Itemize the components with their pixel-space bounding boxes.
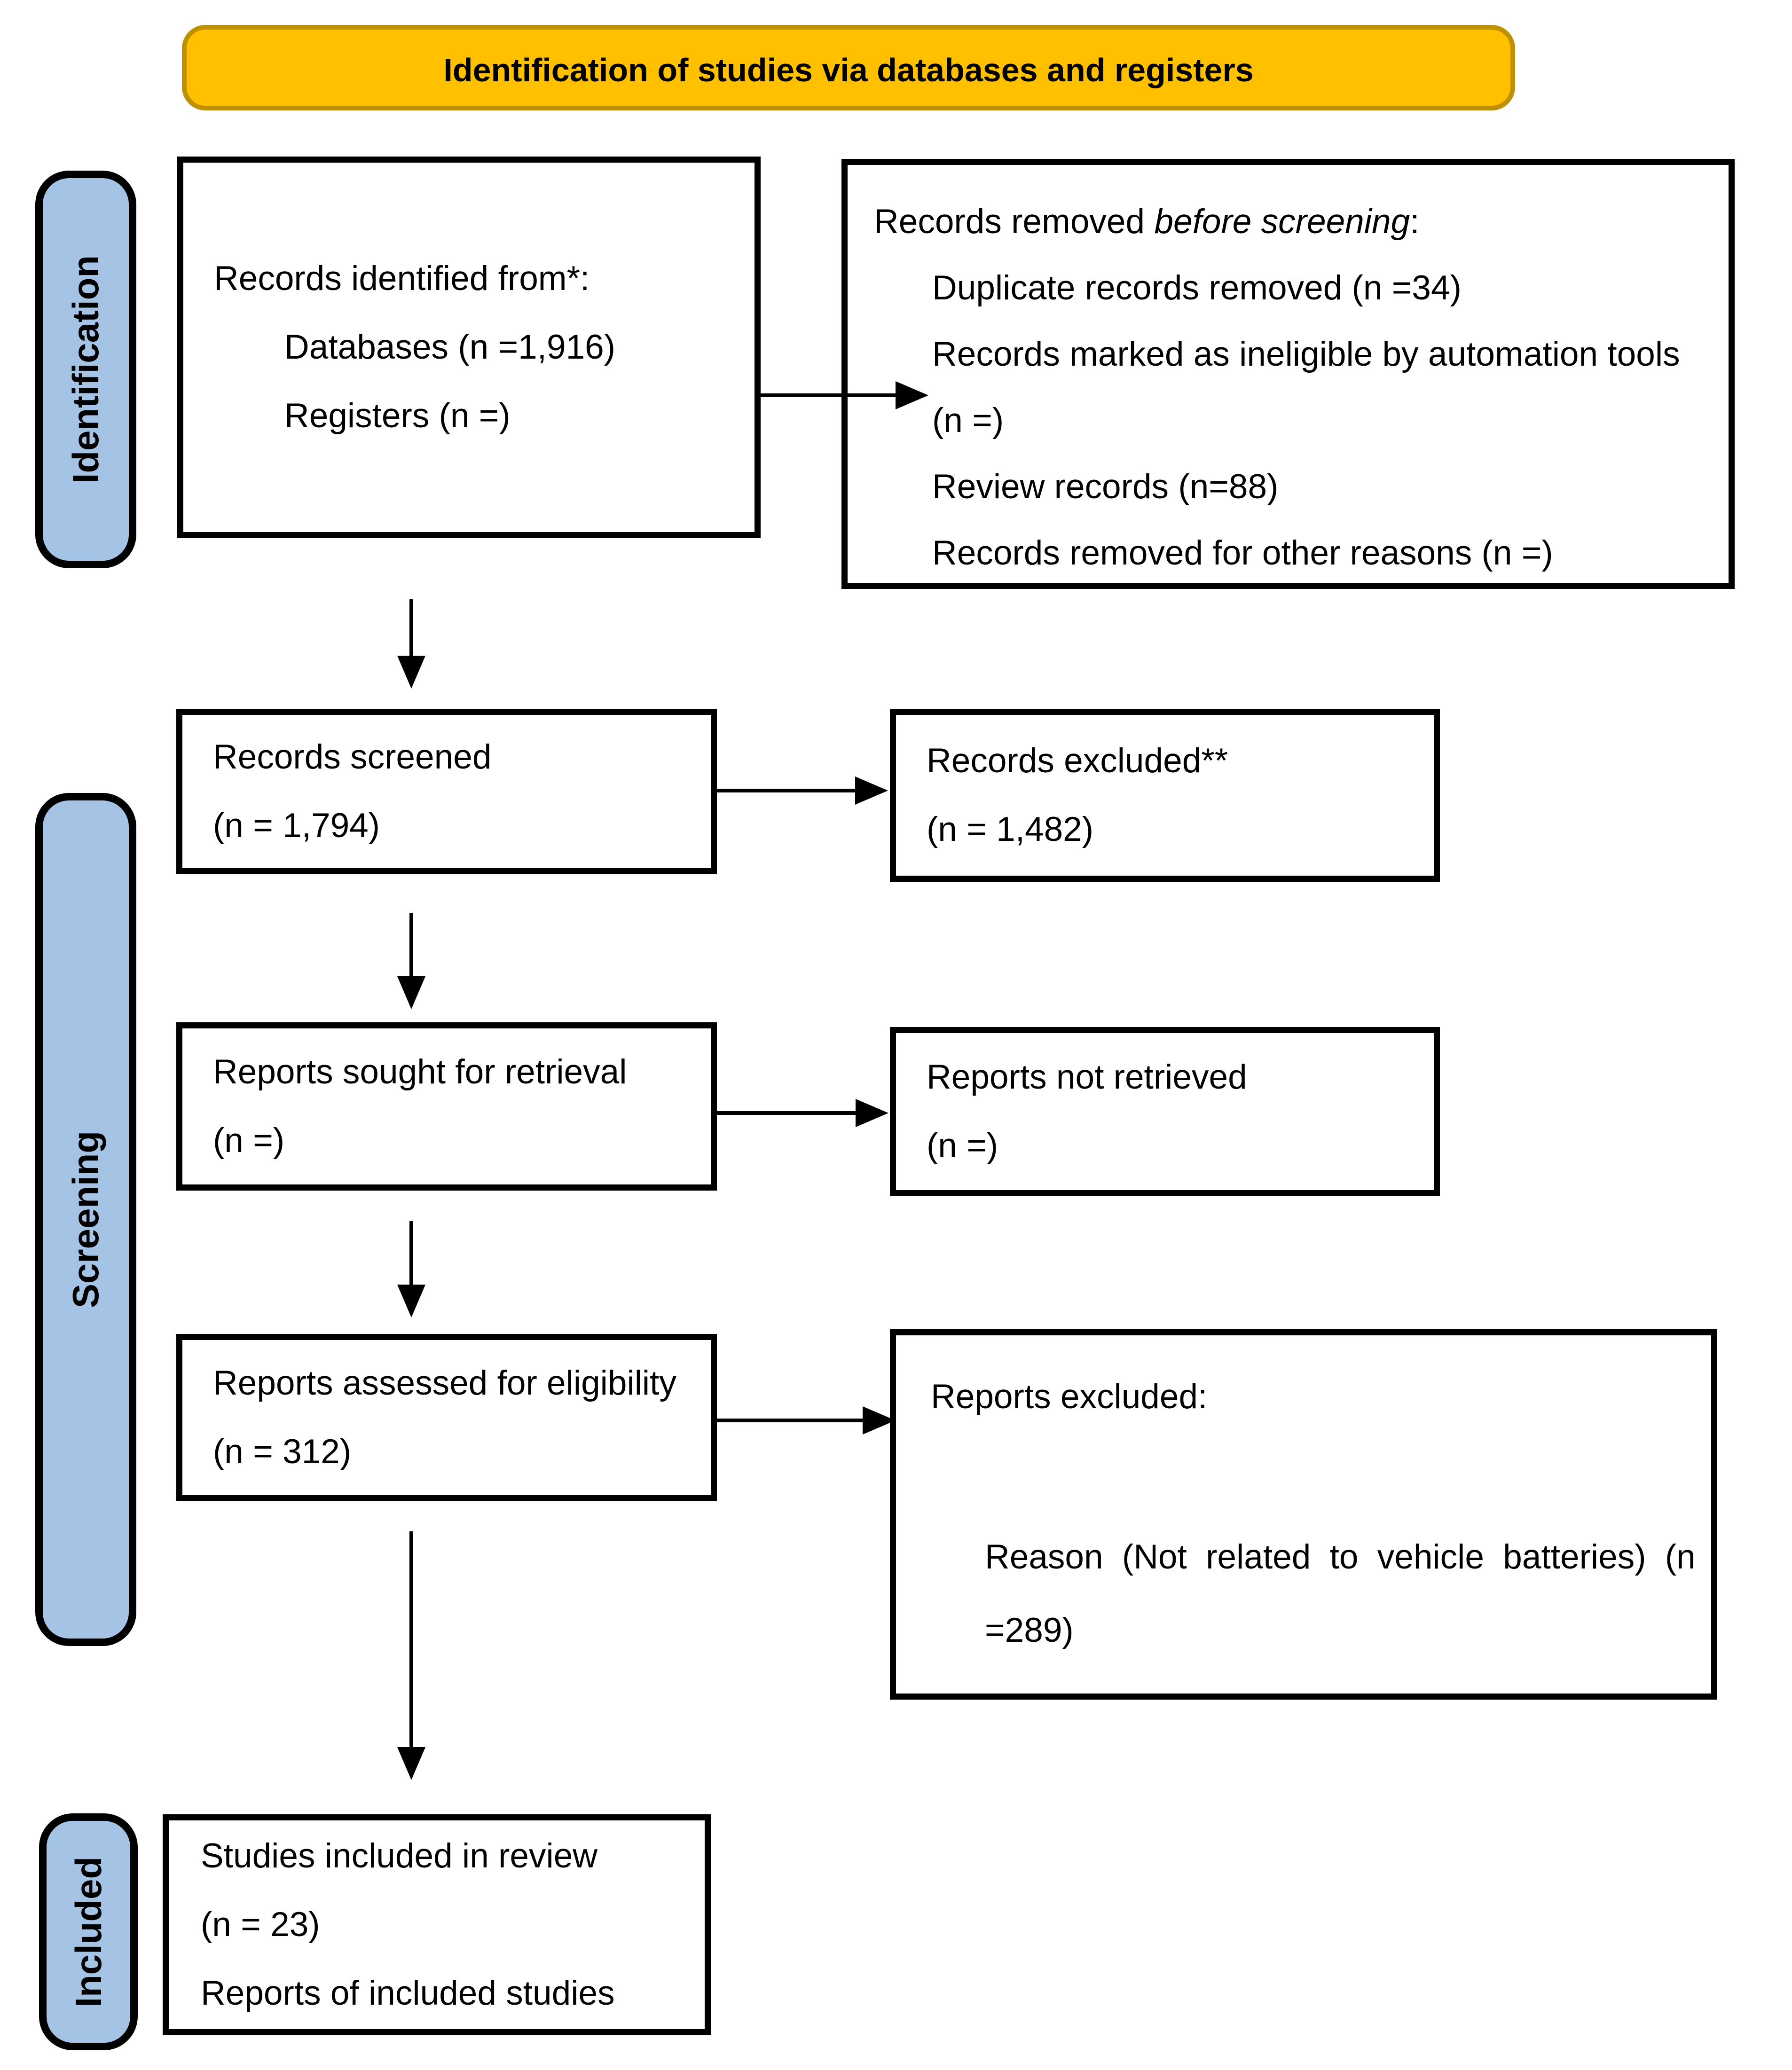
box-reports-excluded: Reports excluded: Reason (Not related to… bbox=[890, 1329, 1717, 1700]
box-reports-sought-for-retrieval: Reports sought for retrieval (n =) bbox=[176, 1022, 717, 1191]
box-records-excluded: Records excluded** (n = 1,482) bbox=[890, 709, 1440, 882]
arrow-assessed-to-included-head bbox=[397, 1747, 425, 1780]
records-removed-title-italic: before screening bbox=[1154, 203, 1410, 241]
reports-sought-title: Reports sought for retrieval bbox=[213, 1053, 627, 1091]
records-removed-automation-n: (n =) bbox=[932, 401, 1004, 439]
arrow-screened-to-excluded-line bbox=[714, 789, 855, 792]
records-removed-duplicates: Duplicate records removed (n =34) bbox=[932, 269, 1462, 307]
arrow-assessed-to-included-line bbox=[409, 1531, 413, 1747]
reports-excluded-reason: Reason (Not related to vehicle batteries… bbox=[896, 1521, 1711, 1667]
records-removed-title-suffix: : bbox=[1410, 203, 1420, 241]
stage-label-identification-text: Identification bbox=[65, 255, 106, 484]
reports-sought-count: (n =) bbox=[213, 1121, 285, 1160]
records-excluded-title: Records excluded** bbox=[927, 742, 1228, 780]
records-identified-databases: Databases (n =1,916) bbox=[284, 328, 616, 366]
records-screened-count: (n = 1,794) bbox=[213, 807, 380, 845]
reports-excluded-reason-line1: Reason (Not related to vehicle batteries… bbox=[985, 1538, 1696, 1576]
arrow-identified-to-removed-head bbox=[896, 381, 928, 409]
reports-assessed-count: (n = 312) bbox=[213, 1433, 352, 1471]
records-excluded-count: (n = 1,482) bbox=[927, 810, 1094, 848]
reports-not-retrieved-count: (n =) bbox=[927, 1127, 998, 1165]
records-removed-other-reasons: Records removed for other reasons (n =) bbox=[932, 534, 1553, 572]
arrow-assessed-to-reports-excluded-head bbox=[863, 1406, 896, 1435]
reports-assessed-title: Reports assessed for eligibility bbox=[213, 1364, 676, 1402]
records-identified-title: Records identified from*: bbox=[214, 259, 590, 298]
records-removed-review-records: Review records (n=88) bbox=[932, 468, 1279, 506]
records-screened-title: Records screened bbox=[213, 738, 492, 776]
stage-label-screening: Screening bbox=[35, 793, 136, 1646]
box-reports-assessed-for-eligibility: Reports assessed for eligibility (n = 31… bbox=[176, 1334, 717, 1501]
records-identified-registers: Registers (n =) bbox=[284, 397, 511, 435]
box-studies-included-in-review: Studies included in review (n = 23) Repo… bbox=[163, 1814, 711, 2035]
banner-title: Identification of studies via databases … bbox=[443, 52, 1254, 88]
reports-excluded-reason-line2: =289) bbox=[985, 1611, 1074, 1649]
arrow-sought-to-not-retrieved-line bbox=[717, 1111, 856, 1115]
reports-excluded-title: Reports excluded: bbox=[931, 1378, 1208, 1416]
box-reports-not-retrieved: Reports not retrieved (n =) bbox=[890, 1027, 1440, 1196]
arrow-sought-to-assessed-head bbox=[397, 1285, 425, 1317]
stage-label-screening-text: Screening bbox=[65, 1130, 106, 1309]
reports-not-retrieved-title: Reports not retrieved bbox=[927, 1058, 1247, 1096]
arrow-screened-to-excluded-head bbox=[855, 776, 888, 805]
arrow-sought-to-not-retrieved-head bbox=[856, 1099, 888, 1127]
stage-label-included: Included bbox=[39, 1813, 138, 2050]
box-records-screened: Records screened (n = 1,794) bbox=[176, 709, 717, 874]
arrow-identified-to-removed-line bbox=[761, 393, 896, 397]
studies-included-count: (n = 23) bbox=[201, 1905, 320, 1944]
studies-included-reports: Reports of included studies bbox=[201, 1974, 615, 2012]
arrow-sought-to-assessed-line bbox=[409, 1221, 413, 1285]
stage-label-included-text: Included bbox=[67, 1856, 109, 2007]
box-records-removed-before-screening: Records removed before screening: Duplic… bbox=[841, 159, 1735, 589]
arrow-screened-to-sought-head bbox=[397, 976, 425, 1009]
banner-identification-via-databases: Identification of studies via databases … bbox=[182, 25, 1515, 110]
stage-label-identification: Identification bbox=[35, 171, 136, 568]
arrow-assessed-to-reports-excluded-line bbox=[717, 1419, 863, 1422]
records-removed-title-prefix: Records removed bbox=[874, 203, 1155, 241]
arrow-identified-to-screened-head bbox=[397, 656, 425, 689]
arrow-screened-to-sought-line bbox=[409, 913, 413, 976]
studies-included-title: Studies included in review bbox=[201, 1837, 598, 1875]
records-removed-title: Records removed before screening: bbox=[848, 188, 1729, 255]
arrow-identified-to-screened-line bbox=[409, 599, 413, 656]
records-removed-automation: Records marked as ineligible by automati… bbox=[932, 335, 1680, 373]
box-records-identified: Records identified from*: Databases (n =… bbox=[177, 157, 761, 538]
